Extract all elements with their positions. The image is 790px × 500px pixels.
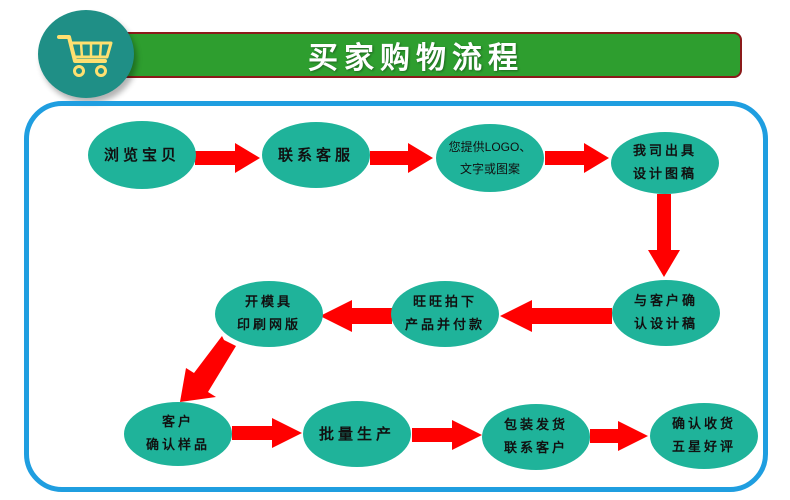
arrow-design-to-confirm	[648, 194, 680, 277]
flow-frame	[24, 101, 768, 492]
page-title: 买家购物流程	[308, 41, 524, 76]
arrow-service-to-provide	[370, 143, 433, 173]
arrow-confirm-to-order	[500, 300, 612, 332]
arrow-order-to-mold	[320, 300, 392, 332]
step-confirm-sample: 客户 确认样品	[124, 402, 232, 466]
step-open-mold: 开模具 印刷网版	[215, 281, 323, 347]
step-pack-ship: 包装发货 联系客户	[482, 404, 590, 470]
logo-badge	[38, 10, 134, 98]
step-provide-logo: 您提供LOGO、 文字或图案	[436, 124, 544, 192]
step-contact-service: 联系客服	[262, 122, 370, 188]
arrow-mold-to-sample	[180, 336, 236, 402]
arrow-browse-to-service	[195, 143, 260, 173]
title-bar: 买家购物流程	[70, 32, 742, 78]
step-design-draft: 我司出具 设计图稿	[611, 132, 719, 194]
shopping-cart-icon	[57, 35, 113, 77]
arrow-sample-to-production	[232, 418, 302, 448]
step-place-order: 旺旺拍下 产品并付款	[391, 281, 499, 347]
arrow-provide-to-design	[545, 143, 609, 173]
step-mass-production: 批量生产	[303, 401, 411, 467]
step-confirm-design: 与客户确 认设计稿	[612, 280, 720, 346]
step-browse: 浏览宝贝	[88, 121, 196, 189]
step-confirm-review: 确认收货 五星好评	[650, 403, 758, 469]
arrow-production-to-ship	[412, 420, 482, 450]
arrow-ship-to-review	[590, 421, 648, 451]
